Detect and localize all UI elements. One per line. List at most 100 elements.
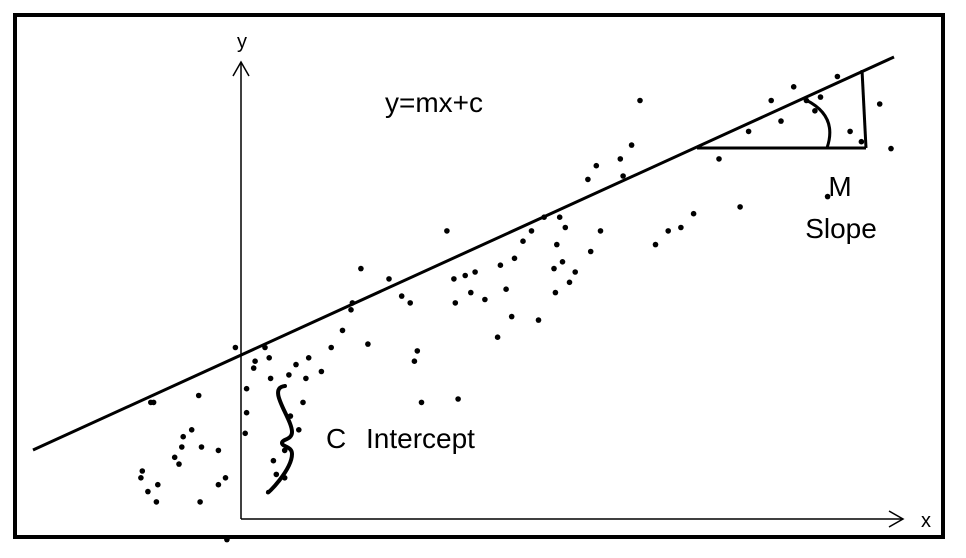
data-point [652, 241, 659, 248]
data-point [503, 286, 509, 293]
data-point [455, 396, 461, 402]
data-point [562, 224, 569, 231]
data-point [552, 289, 559, 296]
data-point [566, 279, 573, 286]
data-point [348, 307, 354, 313]
data-point [242, 430, 248, 437]
data-point [497, 262, 504, 269]
data-point [462, 272, 469, 279]
equation-text: y=mx+c [385, 87, 483, 118]
data-point [617, 156, 624, 162]
data-point [690, 210, 697, 217]
data-point [195, 392, 202, 399]
data-point [215, 481, 222, 488]
intercept-brace [265, 384, 295, 495]
data-point [171, 454, 178, 461]
data-point [817, 94, 824, 100]
data-point [511, 255, 518, 262]
data-point [176, 461, 182, 467]
data-point [528, 228, 535, 234]
data-point [637, 97, 643, 104]
data-point [215, 447, 222, 454]
frame-border [13, 13, 945, 539]
y-axis-label: y [237, 31, 247, 53]
data-point [554, 241, 560, 248]
data-point [358, 265, 364, 272]
data-point [551, 265, 557, 272]
data-point [224, 536, 230, 543]
regression-line [32, 55, 895, 452]
data-point [411, 358, 418, 365]
data-point [876, 101, 883, 107]
axes [232, 60, 905, 528]
data-point [296, 427, 302, 433]
data-point [145, 488, 151, 495]
data-point [585, 176, 591, 183]
data-point [138, 475, 144, 481]
data-point [153, 499, 160, 505]
data-point [593, 162, 600, 169]
data-point [716, 156, 722, 162]
slope-angle-arc [805, 98, 832, 149]
data-point [267, 375, 274, 382]
data-point [737, 204, 743, 210]
data-point [414, 348, 421, 354]
data-point [472, 269, 478, 275]
data-point [812, 108, 818, 114]
data-point [628, 142, 635, 148]
data-point [139, 468, 146, 474]
data-point [745, 128, 752, 135]
data-point [243, 385, 250, 392]
data-point [535, 317, 542, 323]
data-point [305, 355, 312, 361]
data-point [198, 444, 205, 450]
data-point [222, 475, 229, 481]
data-point [197, 499, 203, 505]
data-point [508, 313, 515, 320]
data-point [824, 193, 831, 200]
data-point [834, 73, 841, 80]
data-point [418, 399, 425, 406]
data-point [273, 471, 280, 478]
slope-rise-line [860, 69, 868, 149]
data-point [150, 399, 157, 406]
data-point [328, 344, 335, 351]
data-point [452, 300, 459, 306]
data-point [386, 276, 392, 282]
data-point [293, 361, 299, 368]
data-point [678, 224, 684, 231]
data-point [303, 375, 309, 382]
data-point [243, 409, 250, 416]
data-point [572, 269, 578, 275]
data-point [300, 399, 306, 406]
data-point [768, 97, 774, 104]
data-point [407, 300, 414, 306]
x-axis-arrowhead [888, 510, 905, 528]
data-point [266, 355, 273, 361]
data-point [155, 481, 161, 488]
data-point [179, 444, 185, 450]
data-point [252, 358, 258, 365]
data-point [520, 238, 526, 244]
data-point [858, 138, 865, 145]
data-point [286, 372, 292, 378]
y-axis-arrowhead [232, 60, 250, 77]
data-point [444, 228, 450, 234]
data-point [318, 368, 325, 375]
data-point [270, 457, 277, 464]
data-point [597, 228, 604, 234]
data-point [482, 296, 488, 303]
x-axis-label: x [921, 510, 931, 532]
slope-word: Slope [805, 213, 877, 244]
slope-letter: M [828, 171, 851, 202]
data-point [232, 344, 239, 351]
data-point [847, 128, 853, 135]
data-point [665, 228, 671, 234]
data-point [365, 341, 371, 347]
data-point [468, 289, 474, 296]
data-point [888, 145, 894, 152]
data-point [620, 173, 626, 179]
data-point [494, 334, 501, 341]
data-point [790, 84, 797, 90]
